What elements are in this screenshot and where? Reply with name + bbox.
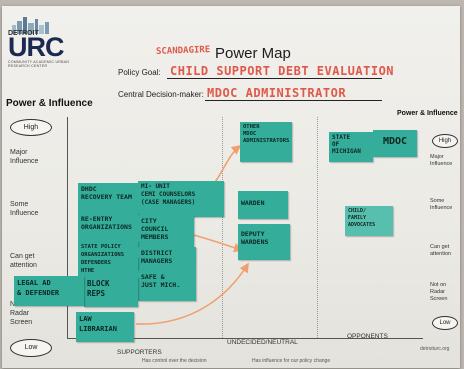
left-axis-title: Power & Influence [6,98,93,109]
right-level-low: Low [432,316,458,330]
right-level-some: Some Influence [430,198,453,211]
page-title: Power Map [215,45,291,62]
footer-url: detroiturc.org [420,346,450,352]
right-level-attention: Can get attention [430,244,452,257]
logo-subtitle: COMMUNITY ACADEMIC URBAN RESEARCH CENTER [8,60,70,68]
policy-goal-value: CHILD SUPPORT DEBT EVALUATION [170,64,395,78]
right-level-high: High [432,134,458,148]
column-separator-right [317,117,318,338]
column-separator-left [222,117,223,338]
logo-main-text: URC [8,32,64,62]
arrow-to-warden-curve [135,262,249,325]
left-level-major: Major Influence [10,149,39,165]
note-child-family-advocates: CHILD/ FAMILY ADVOCATES [345,206,393,236]
note-state-policy-orgs: STATE POLICY ORGANIZATIONS [78,241,138,257]
right-level-not-radar: Not on Radar Screen [430,282,448,302]
note-other-mdoc-admins: OTHER MDOC ADMINISTRATORS [240,122,292,162]
footnote-influence: Has influence for our policy change [252,358,331,364]
note-block-reps: BLOCK REPS [84,277,138,307]
note-law-librarian: LAW LIBRARIAN [76,312,134,342]
left-level-low: Low [10,339,52,357]
note-city-council: CITY COUNCIL MEMBERS [138,215,194,247]
decision-maker-value: MDOC ADMINISTRATOR [207,86,347,100]
note-mdoc: MDOC [373,130,417,157]
note-dhdc-recovery: DHDC RECOVERY TEAM [78,183,138,213]
footnote-control: Has control over the decision [142,358,207,364]
right-axis-title: Power & Influence [397,110,458,117]
detroit-urc-logo: DETROIT URC COMMUNITY ACADEMIC URBAN RES… [8,12,72,68]
connection-arrows [135,145,249,325]
note-district-managers: DISTRICT MANAGERS [138,247,196,271]
axis-supporters: SUPPORTERS [117,349,162,356]
decision-maker-label: Central Decision-maker: [118,90,204,99]
note-state-of-michigan: STATE OF MICHIGAN [329,132,373,162]
goal-underline [167,78,382,79]
maker-underline [205,100,382,101]
note-legal-aid-defender: LEGAL AD & DEFENDER [14,276,84,306]
right-level-major: Major Influence [430,154,453,167]
left-level-high: High [10,119,52,136]
note-mi-cemi-unit-counselors: MI- UNIT CEMI COUNSELORS (CASE MANAGERS) [138,181,224,217]
note-safe-just-michigan: SAFE & JUST MICH. [138,271,196,301]
power-map-sheet: DETROIT URC COMMUNITY ACADEMIC URBAN RES… [2,6,460,368]
policy-goal-label: Policy Goal: [118,68,161,77]
left-level-attention: Can get attention [10,253,37,269]
note-deputy-wardens: DEPUTY WARDENS [238,224,290,260]
left-level-some: Some Influence [10,201,39,217]
axis-opponents: OPPONENTS [347,333,388,340]
note-defenders: DEFENDERS HTHE [78,257,138,277]
note-reentry-orgs: RE-ENTRY ORGANIZATIONS [78,213,138,241]
power-map-grid [67,117,423,339]
axis-undecided: UNDECIDED/NEUTRAL [227,339,298,346]
city-skyline-icon [12,17,49,34]
logo-city-text: DETROIT [8,30,39,37]
note-warden: WARDEN [238,191,288,219]
